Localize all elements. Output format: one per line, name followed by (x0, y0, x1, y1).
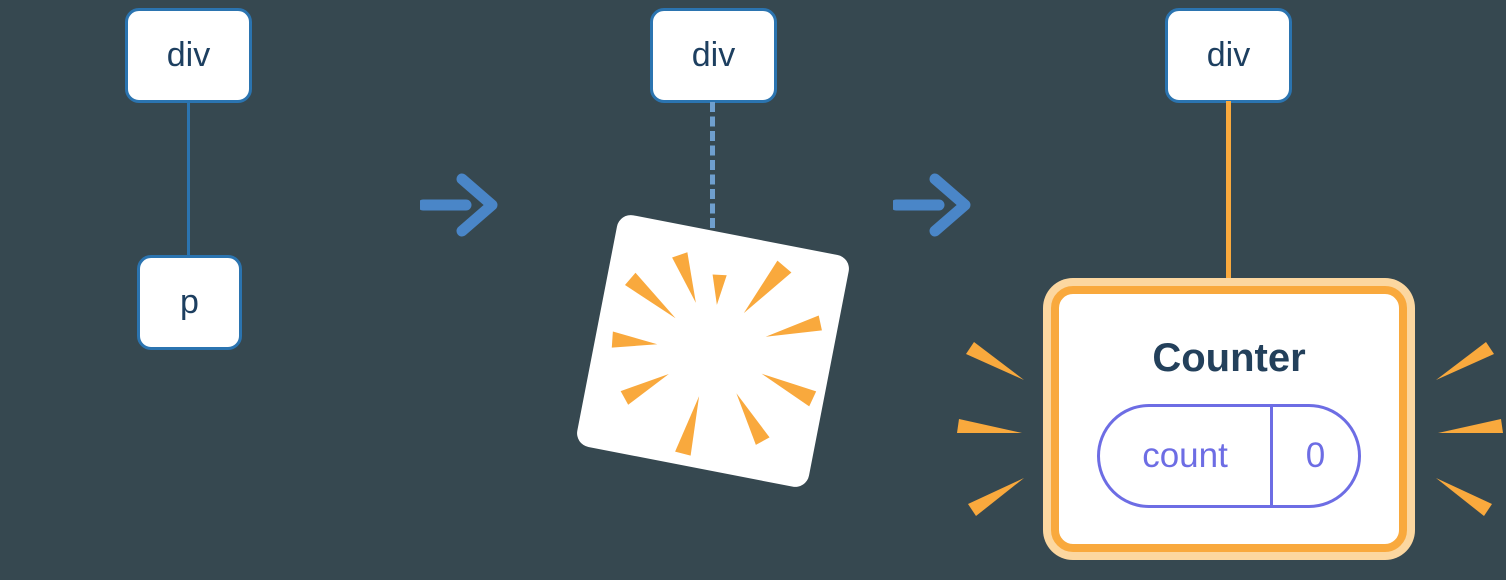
counter-component-card: Counter count 0 (1051, 286, 1407, 552)
dom-node-div-before: div (125, 8, 252, 103)
component-title: Counter (1152, 336, 1306, 380)
tree-edge-orange (1226, 101, 1231, 287)
node-label: p (180, 283, 199, 321)
tree-edge-dashed (710, 102, 715, 228)
node-label: div (691, 36, 736, 74)
dom-node-div-after: div (1165, 8, 1292, 103)
destruction-burst-icon (574, 212, 852, 490)
tree-edge-solid (187, 101, 190, 257)
emphasis-sparkles-icon (1428, 338, 1506, 518)
node-label: div (1206, 36, 1251, 74)
state-name: count (1142, 436, 1228, 475)
state-pill: count 0 (1097, 404, 1361, 508)
dom-node-p: p (137, 255, 242, 350)
dom-node-div-middle: div (650, 8, 777, 103)
state-value: 0 (1270, 407, 1358, 505)
arrow-right-icon (893, 173, 973, 237)
node-label: div (166, 36, 211, 74)
arrow-right-icon (420, 173, 500, 237)
emphasis-sparkles-icon (952, 338, 1032, 518)
